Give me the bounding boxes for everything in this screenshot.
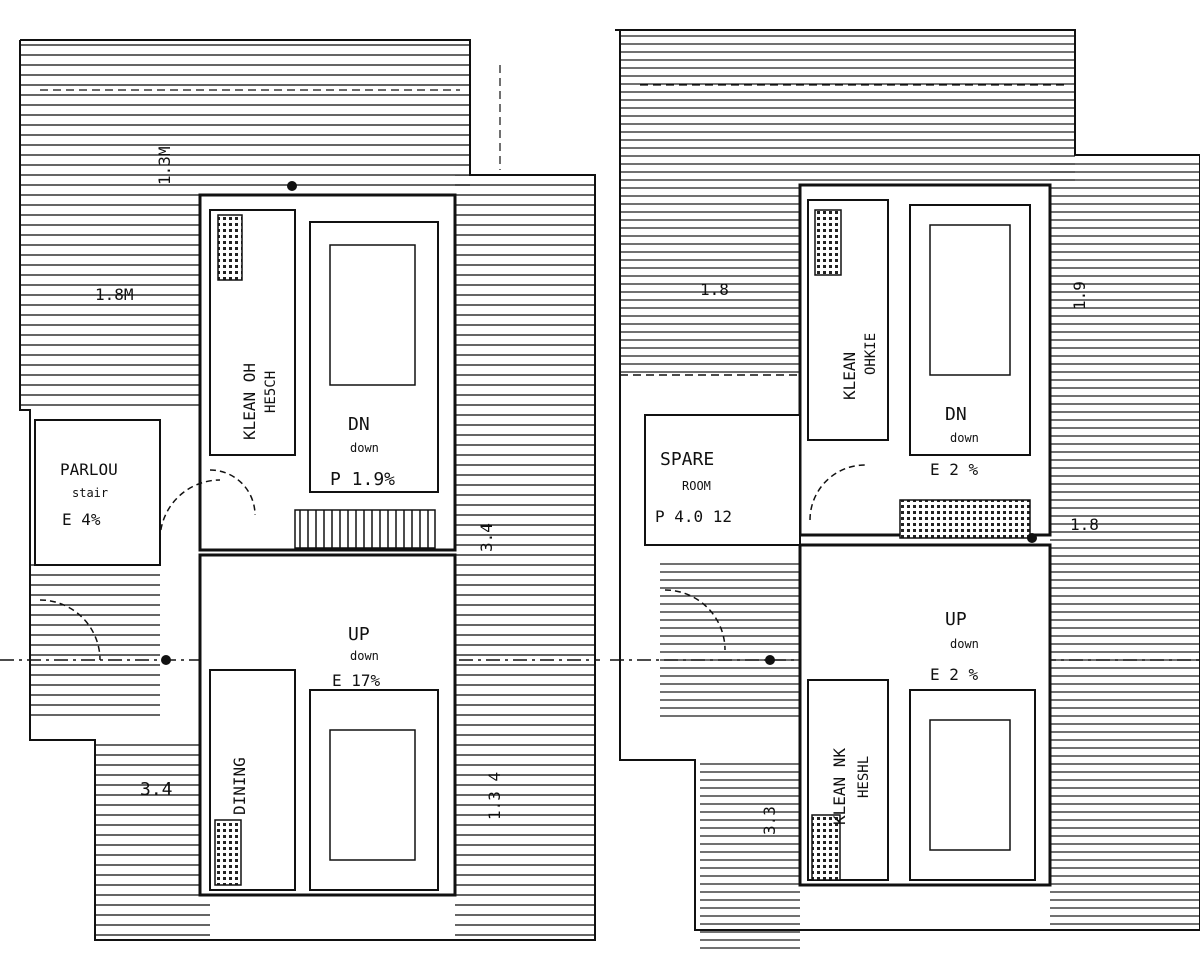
label-left-side-dim: 3.4: [477, 523, 496, 552]
left-bed-bottom: [309, 689, 439, 891]
label-right-lower-sub: HESHL: [856, 756, 872, 798]
left-stair-band: [294, 509, 436, 549]
right-mid-west-hatch: [660, 560, 800, 720]
right-lower-room: [798, 543, 1052, 887]
label-left-master-sub: down: [350, 441, 379, 455]
label-right-master-area: E 2 %: [930, 460, 979, 479]
right-bed-bottom: [909, 689, 1036, 881]
right-bed-top: [909, 204, 1031, 456]
left-bed-top: [309, 221, 439, 493]
left-roof-hatch: [20, 40, 470, 190]
label-left-parlour-area: E 4%: [62, 510, 101, 529]
label-right-up-sub: down: [950, 637, 979, 651]
right-post-2: [765, 655, 775, 665]
label-left-parlour-title: PARLOU: [60, 460, 118, 479]
left-east-hatch: [455, 175, 595, 940]
right-spare-box: [644, 414, 801, 546]
label-left-bedroom-sub: HE5CH: [263, 371, 279, 413]
right-bed-bottom-inner: [929, 719, 1011, 851]
label-left-master-title: DN: [348, 414, 370, 435]
left-south-hatch: [95, 740, 210, 940]
right-roof-hatch: [620, 35, 1075, 185]
label-right-lower-title: KLEAN NK: [830, 748, 849, 825]
label-right-dim-c: 1.8: [1070, 515, 1099, 534]
left-bed-top-inner: [329, 244, 416, 386]
left-bedroom-closet: [209, 209, 296, 456]
left-closet-bottom: [209, 669, 296, 891]
label-left-master-area: P 1.9%: [330, 469, 395, 490]
right-door-arc-1: [809, 464, 866, 521]
label-right-up-area: E 2 %: [930, 665, 979, 684]
right-stair-band: [899, 499, 1031, 539]
label-left-right-dim: 1.3 4: [485, 772, 504, 820]
left-bed-bottom-inner: [329, 729, 416, 861]
label-left-stair-up: 1.3M: [155, 146, 174, 185]
label-left-lower-area: E 17%: [332, 671, 381, 690]
left-closet-grid-bottom: [214, 819, 242, 886]
label-right-stair: 1.8: [700, 280, 729, 299]
right-outline: [615, 29, 1200, 931]
right-post-1: [1027, 533, 1037, 543]
right-plan: [610, 29, 1200, 950]
left-outline: [19, 39, 596, 941]
label-right-dim-b: 1.9: [1070, 281, 1089, 310]
label-right-up: UP: [945, 609, 967, 630]
left-parlour-box: [34, 419, 161, 566]
label-left-lower-sub: down: [350, 649, 379, 663]
left-door-arc-1: [159, 479, 221, 541]
right-closet-grid-bottom: [811, 814, 841, 881]
label-right-dim-a: 3.3: [760, 806, 779, 835]
left-post-1: [287, 181, 297, 191]
label-right-bedroom-title: KLEAN: [840, 352, 859, 400]
label-left-parlour-sub: stair: [72, 486, 108, 500]
label-right-spare-sub: ROOM: [682, 479, 711, 493]
left-upper-room: [198, 193, 457, 552]
label-left-bedroom-title: KLEAN OH: [240, 363, 259, 440]
labels: 1.3M 1.8M DN down P 1.9% KLEAN OH HE5CH …: [60, 146, 1099, 835]
left-door-arc-3: [209, 469, 256, 516]
label-right-master-title: DN: [945, 404, 967, 425]
label-right-master-sub: down: [950, 431, 979, 445]
right-west-hatch: [620, 185, 800, 375]
label-right-spare-title: SPARE: [660, 449, 714, 470]
label-right-bedroom-sub: OHKIE: [863, 333, 879, 375]
right-bed-top-inner: [929, 224, 1011, 376]
label-left-up: UP: [348, 624, 370, 645]
left-door-arc-2: [39, 599, 101, 661]
label-right-spare-area: P 4.0 12: [655, 507, 732, 526]
right-closet-grid-top: [814, 209, 842, 276]
right-east-hatch: [1050, 160, 1200, 930]
left-post-2: [161, 655, 171, 665]
right-closet-top: [807, 199, 889, 441]
label-left-bottom-dim: 3.4: [140, 779, 173, 800]
left-mid-west-hatch: [30, 560, 160, 720]
left-west-hatch: [20, 190, 200, 410]
right-door-arc-2: [664, 589, 726, 651]
right-south-hatch: [700, 760, 800, 950]
right-closet-bottom: [807, 679, 889, 881]
left-plan: [0, 39, 600, 941]
label-left-dim-top: 1.8M: [95, 285, 134, 304]
left-closet-grid-top: [217, 214, 243, 281]
label-left-dining: DINING: [230, 757, 249, 815]
left-lower-room: [198, 553, 457, 897]
